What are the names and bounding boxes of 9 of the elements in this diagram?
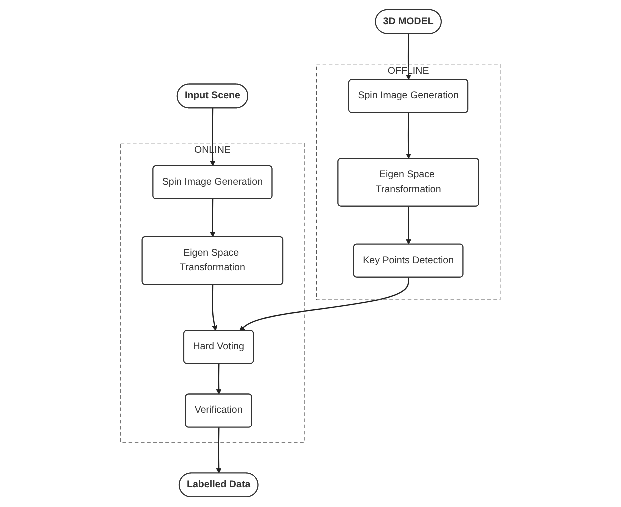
- arrow: [216, 428, 222, 474]
- arrow: [406, 113, 412, 160]
- arrow: [406, 206, 412, 245]
- arrow: [406, 34, 412, 80]
- arrow: [210, 108, 216, 167]
- arrow: [212, 285, 218, 332]
- arrow: [239, 278, 410, 332]
- arrow: [210, 199, 216, 238]
- arrow: [216, 364, 222, 395]
